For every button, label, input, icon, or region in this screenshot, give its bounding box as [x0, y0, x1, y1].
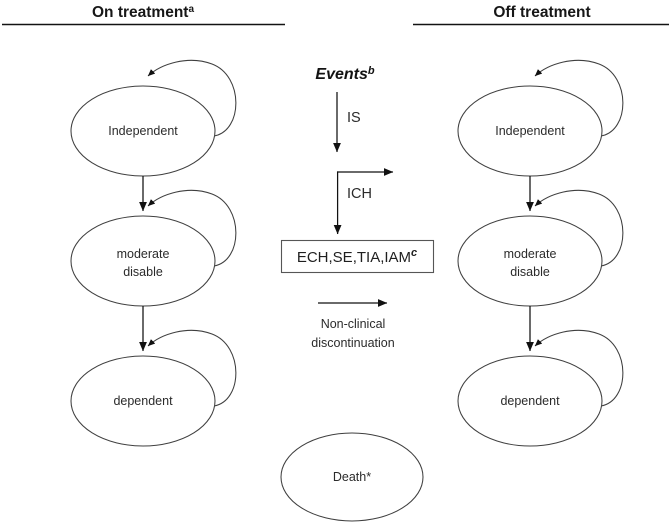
state-label-on-independent: Independent	[108, 124, 178, 138]
header-on-treatment: On treatmenta	[92, 4, 194, 21]
self-loop-off-moderate	[534, 189, 624, 267]
note-non-clinical-line2: discontinuation	[311, 336, 394, 350]
state-ellipse-off-dependent	[457, 355, 603, 447]
state-label-off-moderate-line2: disable	[510, 265, 550, 279]
self-loop-on-dependent	[147, 329, 237, 407]
events-title: Eventsb	[315, 65, 374, 83]
edge-label-ich: ICH	[347, 186, 372, 202]
state-label-off-independent: Independent	[495, 124, 565, 138]
state-label-death: Death*	[333, 470, 371, 484]
events-box	[280, 239, 435, 274]
edge-label-is: IS	[347, 110, 361, 126]
state-ellipse-death	[280, 432, 424, 522]
state-label-on-moderate-line2: disable	[123, 265, 163, 279]
header-off-treatment: Off treatment	[493, 4, 590, 21]
state-ellipse-off-moderate	[457, 215, 603, 307]
note-non-clinical-line1: Non-clinical	[321, 317, 386, 331]
state-label-on-moderate: moderate	[117, 247, 170, 261]
state-ellipse-on-moderate	[70, 215, 216, 307]
events-box-label: ECH,SE,TIA,IAMc	[297, 247, 417, 266]
self-loop-on-moderate	[147, 189, 237, 267]
state-ellipse-on-dependent	[70, 355, 216, 447]
state-label-off-dependent: dependent	[500, 394, 560, 408]
self-loop-on-independent	[147, 59, 237, 137]
self-loop-off-dependent	[534, 329, 624, 407]
self-loop-off-independent	[534, 59, 624, 137]
state-label-off-moderate: moderate	[504, 247, 557, 261]
state-label-on-dependent: dependent	[113, 394, 173, 408]
